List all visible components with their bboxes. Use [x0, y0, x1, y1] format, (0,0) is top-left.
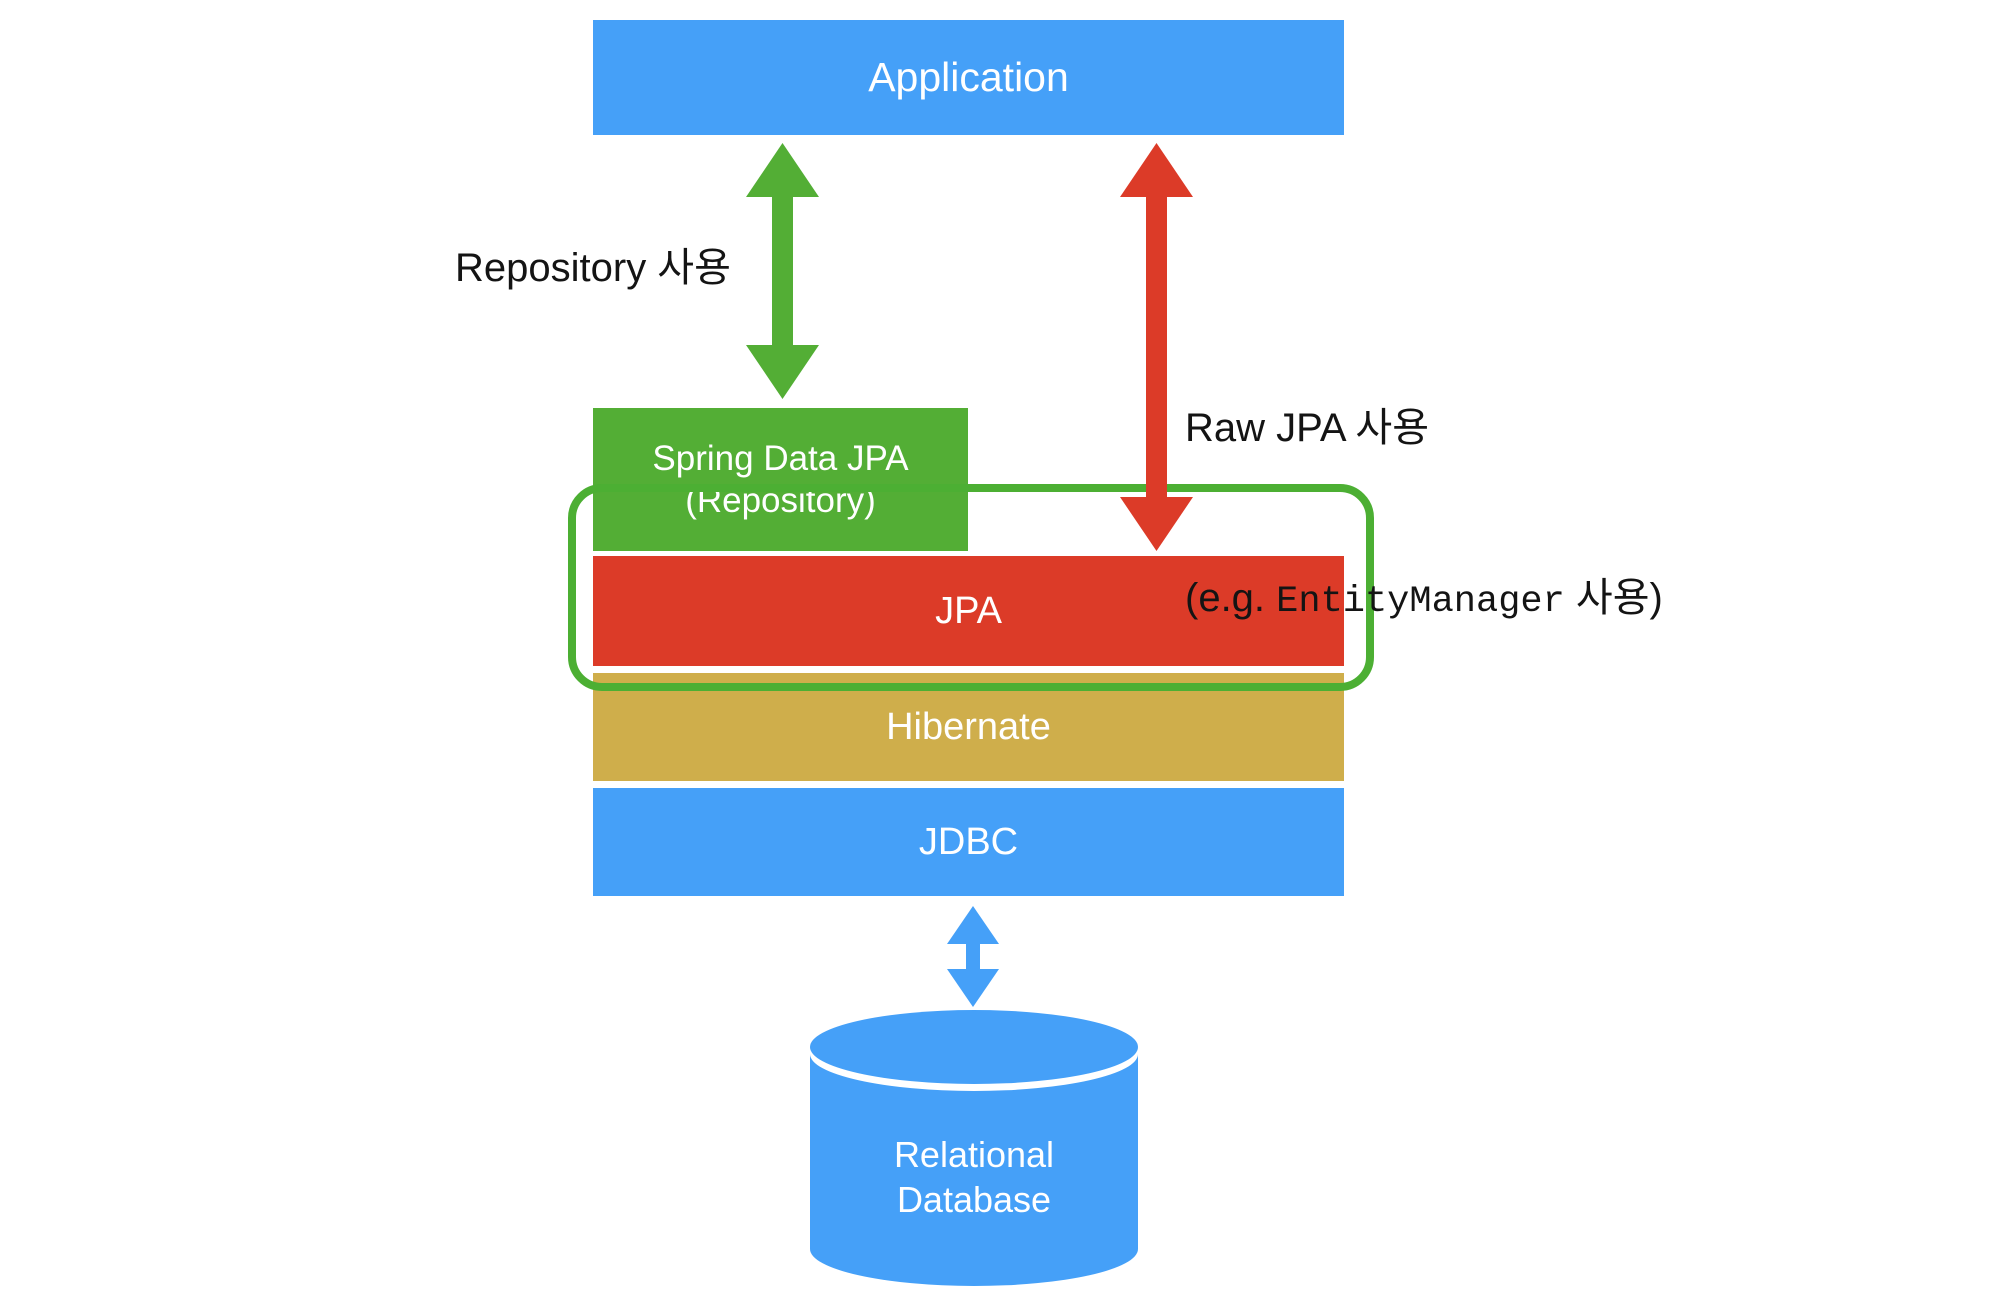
annotation-raw-jpa-line2-prefix: (e.g. [1185, 575, 1277, 620]
layer-box-application[interactable]: Application [593, 20, 1344, 135]
arrow-raw-jpa [1120, 143, 1193, 551]
layer-box-jdbc[interactable]: JDBC [593, 788, 1344, 896]
annotation-raw-jpa-line1: Raw JPA 사용 [1185, 405, 1430, 450]
annotation-repository-usage: Repository 사용 [455, 246, 731, 290]
relational-database-label: Relational Database [893, 1134, 1055, 1221]
relational-database-cylinder[interactable] [810, 1010, 1138, 1286]
annotation-entity-manager-code: EntityManager [1276, 580, 1565, 623]
annotation-raw-jpa-usage: Raw JPA 사용 (e.g. EntityManager 사용) [1185, 286, 1663, 742]
annotation-raw-jpa-line2: (e.g. EntityManager 사용) [1185, 570, 1663, 629]
arrow-jdbc-database [947, 906, 999, 1007]
annotation-raw-jpa-line2-suffix: 사용) [1564, 575, 1663, 620]
layer-box-hibernate[interactable]: Hibernate [593, 673, 1344, 781]
arrow-repository [746, 143, 819, 399]
layer-box-jpa[interactable]: JPA [593, 556, 1344, 666]
layer-box-spring-data-jpa[interactable]: Spring Data JPA (Repository) [593, 408, 968, 551]
